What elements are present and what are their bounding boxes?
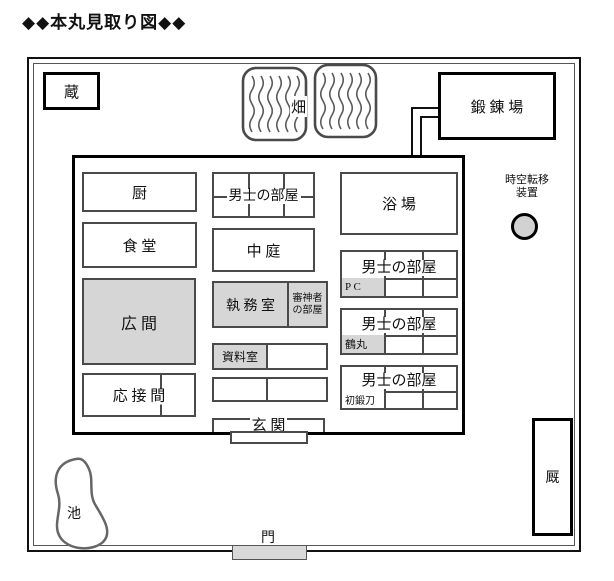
courtyard: 中 庭 bbox=[212, 228, 315, 272]
page-title: ◆◆本丸見取り図◆◆ bbox=[22, 13, 187, 32]
pond-label: 池 bbox=[67, 507, 81, 522]
mens-room-block-north: 男士の部屋 bbox=[212, 172, 315, 218]
bath-label: 浴 場 bbox=[382, 197, 416, 213]
entrance-room: 玄 関 bbox=[212, 418, 325, 434]
office-room: 執 務 室 bbox=[212, 281, 289, 328]
grid-line bbox=[342, 278, 456, 280]
mens-room-block-first-sword: 初鍛刀 男士の部屋 bbox=[340, 365, 458, 410]
hall-label: 広 間 bbox=[120, 315, 157, 333]
mens-room-label: 男士の部屋 bbox=[359, 317, 439, 333]
transfer-device: 時空転移 装置 bbox=[489, 174, 565, 200]
kitchen-label: 厨 bbox=[131, 185, 147, 202]
mens-room-block-tsurumaru: 鶴丸 男士の部屋 bbox=[340, 308, 458, 355]
grid-line bbox=[342, 335, 456, 337]
transfer-device-label-line2: 装置 bbox=[516, 187, 538, 199]
mens-room-label: 男士の部屋 bbox=[226, 189, 301, 204]
office-label: 執 務 室 bbox=[226, 298, 275, 314]
unlabeled-room bbox=[212, 377, 268, 402]
forge-room: 鍛 錬 場 bbox=[438, 72, 556, 140]
reception-label: 応 接 間 bbox=[110, 388, 168, 405]
main-building: 厨 食 堂 広 間 応 接 間 男士の部屋 中 庭 執 務 室 bbox=[72, 155, 465, 435]
kitchen-room: 厨 bbox=[82, 172, 197, 212]
courtyard-label: 中 庭 bbox=[246, 243, 281, 260]
pond-shape bbox=[54, 457, 109, 550]
saniwa-room: 審神者 の部屋 bbox=[287, 281, 328, 328]
storehouse-label: 蔵 bbox=[63, 84, 79, 101]
mens-room-label: 男士の部屋 bbox=[359, 260, 439, 276]
stable-room: 厩 bbox=[532, 418, 573, 536]
dining-room: 食 堂 bbox=[82, 222, 197, 268]
stable-label: 厩 bbox=[545, 471, 560, 486]
field-label: 畑 bbox=[290, 96, 308, 117]
archive-room: 資料室 bbox=[212, 343, 268, 370]
unlabeled-room bbox=[266, 377, 328, 402]
occupant-cell-tsurumaru: 鶴丸 bbox=[342, 335, 384, 353]
unlabeled-room bbox=[266, 343, 328, 370]
entrance-label: 玄 関 bbox=[249, 418, 288, 434]
transfer-device-label-line1: 時空転移 bbox=[505, 174, 549, 186]
forge-label: 鍛 錬 場 bbox=[470, 99, 524, 116]
forge-corridor bbox=[411, 107, 438, 157]
field-patch-right bbox=[313, 63, 378, 139]
bath-room: 浴 場 bbox=[340, 172, 458, 235]
occupant-cell-pc: P C bbox=[342, 278, 384, 296]
mens-room-block-pc: P C 男士の部屋 bbox=[340, 250, 458, 298]
reception-room: 応 接 間 bbox=[82, 373, 196, 417]
archive-label: 資料室 bbox=[221, 350, 258, 364]
entrance-step bbox=[230, 431, 308, 444]
gate-rect bbox=[232, 545, 307, 560]
hall-room: 広 間 bbox=[82, 278, 196, 365]
saniwa-room-label: 審神者 の部屋 bbox=[292, 292, 323, 316]
dining-label: 食 堂 bbox=[122, 238, 157, 255]
grid-line bbox=[342, 391, 456, 393]
mens-room-label: 男士の部屋 bbox=[359, 373, 439, 389]
storehouse-room: 蔵 bbox=[43, 72, 100, 110]
gate-label: 門 bbox=[259, 527, 277, 547]
occupant-cell-first-sword: 初鍛刀 bbox=[342, 391, 384, 408]
transfer-device-circle bbox=[511, 213, 538, 240]
